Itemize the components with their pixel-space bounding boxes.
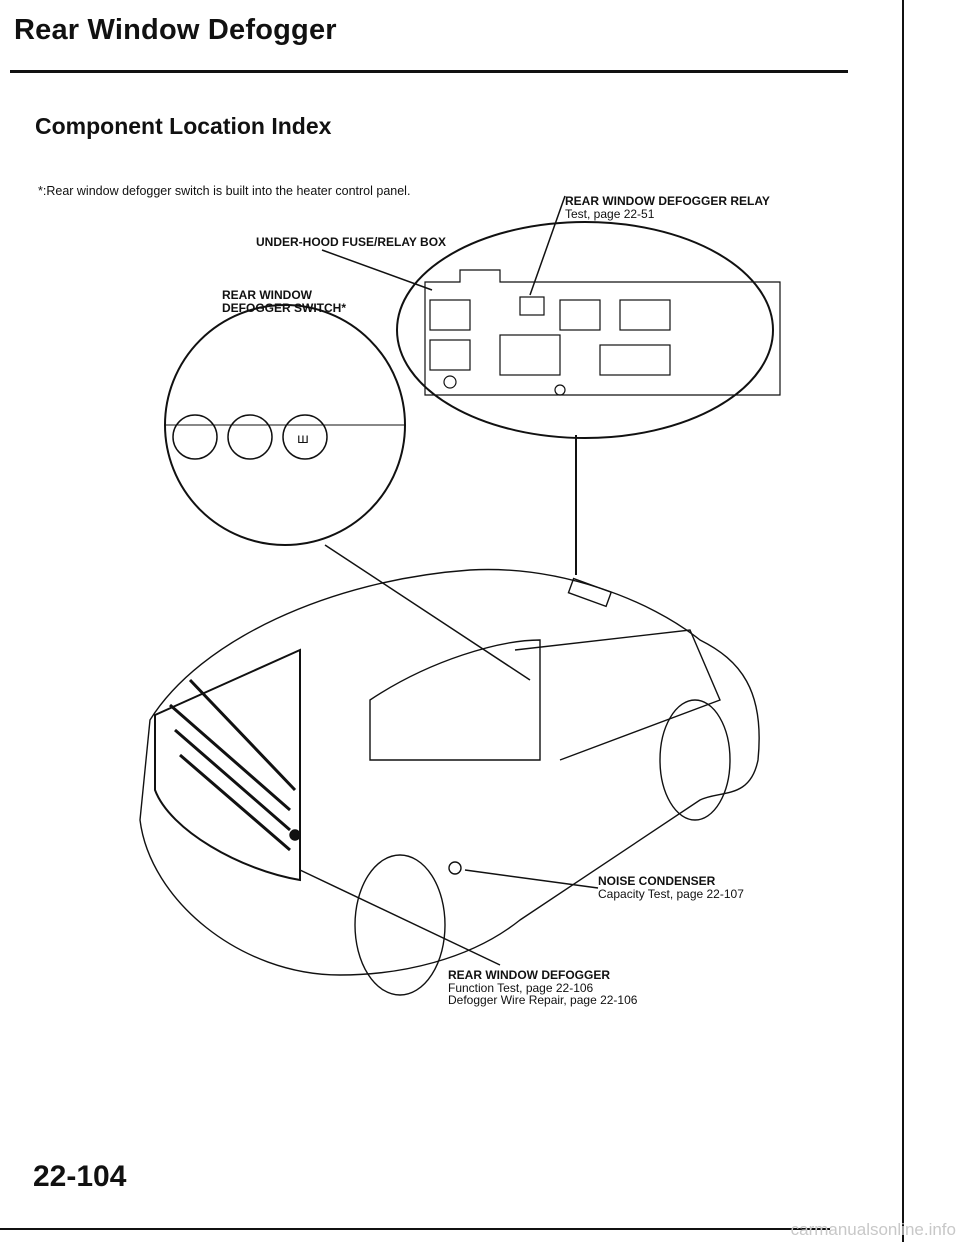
svg-text:ш: ш — [297, 432, 309, 447]
fuse-box-label: UNDER-HOOD FUSE/RELAY BOX — [256, 235, 447, 249]
relay-label: REAR WINDOW DEFOGGER RELAY — [565, 194, 770, 208]
condenser-test-ref: Capacity Test, page 22-107 — [598, 887, 744, 901]
switch-leader — [324, 544, 531, 681]
defogger-leader — [299, 869, 501, 966]
heater-knob-icon — [172, 414, 218, 460]
defogger-wire-repair-ref: Defogger Wire Repair, page 22-106 — [448, 993, 638, 1007]
defogger-function-test-ref: Function Test, page 22-106 — [448, 981, 594, 995]
car-drawing — [139, 568, 760, 996]
condenser-label: NOISE CONDENSER — [598, 874, 716, 888]
switch-label-line2: DEFOGGER SWITCH* — [222, 301, 347, 315]
switch-callout: REAR WINDOW DEFOGGER SWITCH* — [222, 289, 346, 315]
footer-divider — [0, 1228, 830, 1230]
condenser-callout: NOISE CONDENSER Capacity Test, page 22-1… — [598, 874, 744, 901]
switch-label-line1: REAR WINDOW — [222, 288, 312, 302]
relay-test-ref: Test, page 22-51 — [565, 207, 655, 221]
title-divider — [10, 70, 848, 73]
relay-leader — [529, 195, 566, 296]
watermark: carmanualsonline.info — [790, 1220, 956, 1239]
condenser-leader — [464, 869, 599, 889]
relay-callout: REAR WINDOW DEFOGGER RELAY Test, page 22… — [565, 194, 770, 221]
defogger-label: REAR WINDOW DEFOGGER — [448, 968, 610, 982]
rear-window-drawing — [154, 648, 301, 882]
footnote: *:Rear window defogger switch is built i… — [38, 184, 411, 198]
page-title: Rear Window Defogger — [14, 14, 337, 46]
noise-condenser-drawing — [448, 861, 462, 875]
section-title: Component Location Index — [35, 113, 332, 139]
heater-knob-icon — [227, 414, 273, 460]
rear-defrost-button-icon — [282, 414, 328, 460]
page-number: 22-104 — [33, 1160, 127, 1193]
fuse-box-drawing — [424, 269, 781, 396]
defogger-callout: REAR WINDOW DEFOGGER Function Test, page… — [448, 968, 638, 1007]
fuse-box-leader — [321, 249, 433, 291]
fuse-box-detail-circle — [396, 221, 774, 439]
